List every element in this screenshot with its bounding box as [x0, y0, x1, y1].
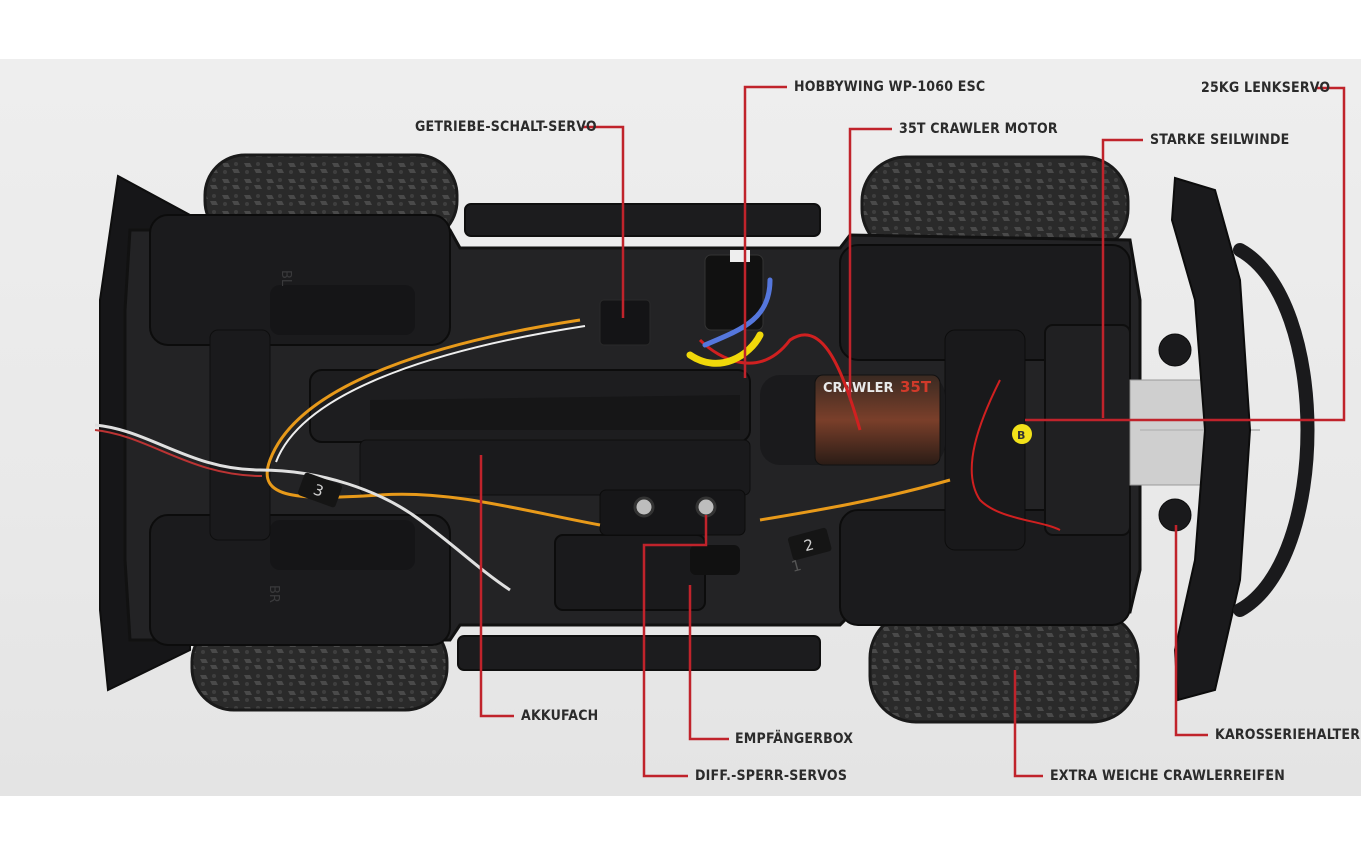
side-step-top — [464, 203, 821, 237]
label-receiver: EMPFÄNGERBOX — [735, 731, 854, 747]
steering-wire-red — [970, 379, 1061, 531]
winch-drum — [1129, 379, 1206, 486]
plug-2: 2 — [787, 527, 832, 561]
leader-gear-servo — [583, 125, 625, 318]
winch-housing — [1044, 324, 1131, 536]
mark-bl: BL — [278, 270, 293, 287]
motor-wire-red — [698, 333, 862, 431]
tag-b-circle — [1012, 424, 1032, 444]
label-steering-servo: 25KG LENKSERVO — [1201, 80, 1331, 96]
front-bumper — [1170, 176, 1252, 702]
leader-lines — [479, 85, 1346, 778]
label-hobbywing-esc: HOBBYWING WP-1060 ESC — [794, 79, 986, 95]
leader-body-mount — [1174, 525, 1208, 737]
motor-wire-blue — [702, 277, 773, 348]
motor-brand-text: CRAWLER — [823, 381, 894, 396]
leader-diff-servos — [642, 515, 708, 778]
diff-wire-orange — [759, 478, 951, 522]
label-tires: EXTRA WEICHE CRAWLERREIFEN — [1050, 768, 1285, 784]
battery-tray-lower — [359, 439, 751, 496]
esc-switch — [730, 250, 750, 262]
label-winch: STARKE SEILWINDE — [1150, 132, 1290, 148]
label-motor: 35T CRAWLER MOTOR — [899, 121, 1058, 137]
svg-text:2: 2 — [802, 535, 816, 555]
label-battery: AKKUFACH — [521, 708, 599, 724]
tag-b-text: B — [1017, 429, 1025, 442]
motor-wire-yellow — [686, 331, 764, 367]
rear-axle-center — [209, 329, 271, 541]
motor-can — [814, 374, 941, 466]
leader-battery — [479, 455, 514, 718]
leader-winch — [1101, 138, 1143, 418]
side-step-bottom — [457, 635, 821, 671]
label-gear-servo: GETRIEBE-SCHALT-SERVO — [415, 119, 597, 135]
leader-motor — [848, 127, 892, 400]
receiver-antenna-cap — [690, 545, 740, 575]
battery-strap — [370, 395, 740, 430]
body-mount-top — [1158, 333, 1192, 367]
mark-br: BR — [266, 585, 281, 603]
label-body-mount: KAROSSERIEHALTER — [1215, 727, 1361, 743]
servo-wire-white — [275, 325, 586, 463]
bumper-hoop — [1233, 243, 1315, 617]
diff-servo-horn-1 — [633, 496, 655, 518]
plug-1: 1 — [789, 556, 803, 576]
diff-servo-horn-2 — [695, 496, 717, 518]
leader-esc — [743, 85, 787, 378]
leader-steering-servo — [1025, 86, 1346, 422]
servo-wire-orange — [265, 318, 601, 527]
gear-servo-unit — [599, 299, 651, 346]
rear-axle-block-top — [270, 285, 415, 335]
diff-servo-mount — [599, 489, 746, 536]
wire-red-long — [94, 429, 263, 477]
motor-turns-text: 35T — [900, 378, 932, 396]
label-diff-servos: DIFF.-SPERR-SERVOS — [695, 768, 848, 784]
plug-3: 3 — [297, 472, 343, 508]
leader-tires — [1013, 670, 1043, 778]
tire-rear-right — [868, 610, 1140, 724]
leader-receiver — [688, 585, 729, 741]
rear-axle-block-bottom — [270, 520, 415, 570]
wire-white-long — [94, 423, 511, 592]
